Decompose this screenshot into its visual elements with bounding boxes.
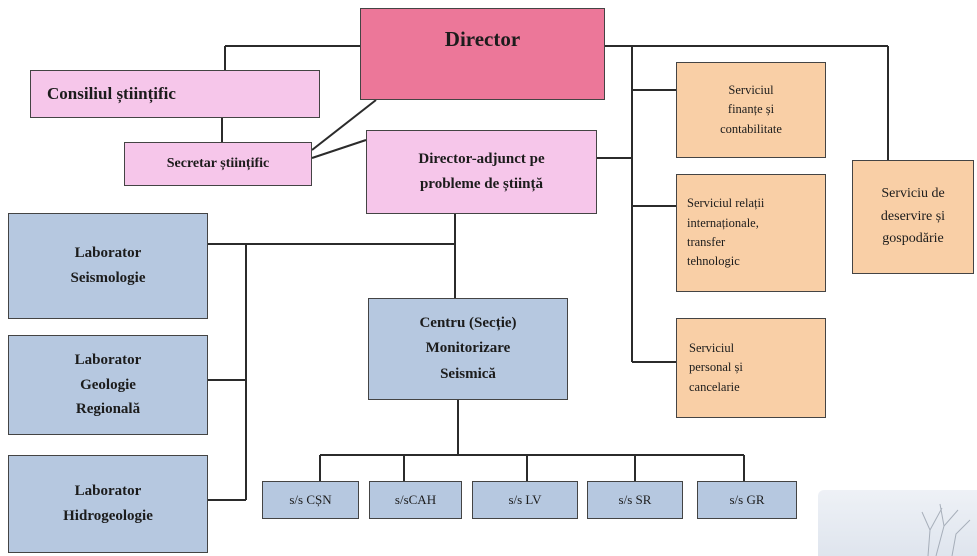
ss-gr-box: s/s GR [697,481,797,519]
lab-seismologie-box: Laborator Seismologie [8,213,208,319]
lab-hidro-box: Laborator Hidrogeologie [8,455,208,553]
ss-sr-label: s/s SR [618,492,652,507]
ss-lv-box: s/s LV [472,481,578,519]
lab-hidro-label: Laborator Hidrogeologie [63,483,153,524]
consiliul-box: Consiliul științific [30,70,320,118]
centru-label: Centru (Secție) Monitorizare Seismică [419,314,517,382]
ss-csn-box: s/s CȘN [262,481,359,519]
background-photo-corner [818,490,977,556]
consiliul-label: Consiliul științific [47,84,176,103]
ss-cah-label: s/sCAH [394,492,437,507]
ss-cah-box: s/sCAH [369,481,462,519]
director-label: Director [444,27,521,51]
serv-finante-box: Serviciul finanțe și contabilitate [676,62,826,158]
secretar-box: Secretar științific [124,142,312,186]
serv-relatii-label: Serviciul relații internaționale, transf… [687,196,765,269]
ss-gr-label: s/s GR [729,492,765,507]
centru-box: Centru (Secție) Monitorizare Seismică [368,298,568,400]
adjunct-label: Director-adjunct pe probleme de știință [418,150,545,193]
lab-geologie-box: Laborator Geologie Regională [8,335,208,435]
ss-csn-label: s/s CȘN [289,492,332,507]
secretar-label: Secretar științific [166,156,270,171]
serv-finante-label: Serviciul finanțe și contabilitate [720,82,782,136]
serv-personal-box: Serviciul personal și cancelarie [676,318,826,418]
serv-relatii-box: Serviciul relații internaționale, transf… [676,174,826,292]
lab-geologie-label: Laborator Geologie Regională [74,351,142,418]
serv-deservire-box: Serviciu de deservire și gospodărie [852,160,974,274]
serv-deservire-label: Serviciu de deservire și gospodărie [880,186,946,247]
ss-lv-label: s/s LV [508,492,542,507]
adjunct-box: Director-adjunct pe probleme de știință [366,130,597,214]
serv-personal-label: Serviciul personal și cancelarie [689,340,743,394]
lab-seismologie-label: Laborator Seismologie [70,245,146,286]
director-box: Director [360,8,605,100]
ss-sr-box: s/s SR [587,481,683,519]
tree-branches-decoration [921,503,971,556]
